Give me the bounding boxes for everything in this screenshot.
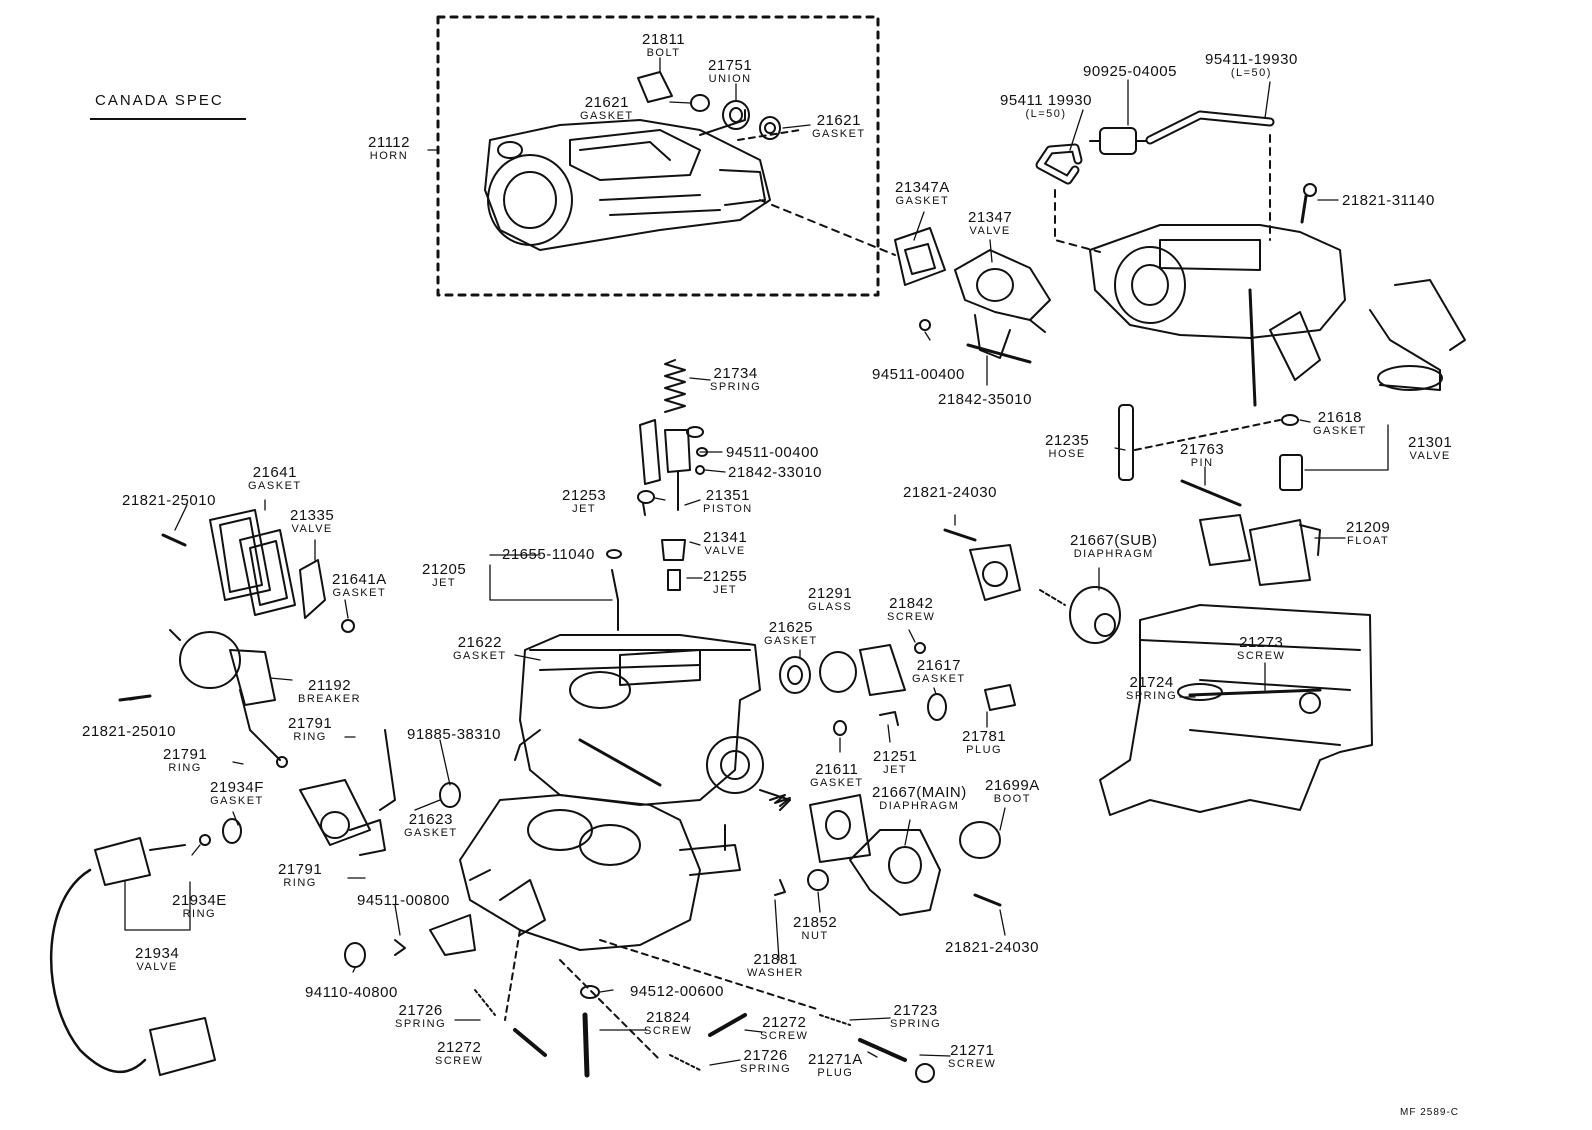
label-95411-right: 95411-19930(L=50) bbox=[1205, 51, 1298, 79]
label-21821-25010-top: 21821-25010 bbox=[122, 492, 216, 509]
label-94511-00800: 94511-00800 bbox=[357, 892, 450, 909]
label-21667-sub: 21667(SUB)DIAPHRAGM bbox=[1070, 532, 1158, 560]
valve-21335-assembly bbox=[161, 509, 355, 633]
horn-group-box bbox=[436, 15, 880, 297]
label-21821-24030-bottom: 21821-24030 bbox=[945, 939, 1039, 956]
label-21821-25010-bottom: 21821-25010 bbox=[82, 723, 176, 740]
label-91885-38310: 91885-38310 bbox=[407, 726, 501, 743]
label-94511-00400-top: 94511-00400 bbox=[872, 366, 965, 383]
throttle-body bbox=[429, 794, 741, 956]
label-21655-11040: 21655-11040 bbox=[502, 546, 595, 563]
leader-lines bbox=[124, 57, 1389, 1066]
page-title: CANADA SPEC bbox=[95, 92, 224, 109]
label-94511-00400-mid: 94511-00400 bbox=[726, 444, 819, 461]
label-21821-31140: 21821-31140 bbox=[1342, 192, 1435, 209]
piston-valve-stack bbox=[606, 359, 708, 631]
valve-21347-assembly bbox=[759, 199, 1051, 364]
label-21667-main: 21667(MAIN)DIAPHRAGM bbox=[872, 784, 967, 812]
glass-gasket-group bbox=[759, 528, 1121, 916]
label-94512-00600: 94512-00600 bbox=[630, 983, 724, 1000]
breaker-21192 bbox=[118, 629, 288, 768]
label-21821-24030-top: 21821-24030 bbox=[903, 484, 997, 501]
fuel-filter-hoses bbox=[1035, 110, 1275, 253]
label-95411-left: 95411 19930(L=50) bbox=[1000, 92, 1092, 120]
drawing-code: MF 2589-C bbox=[1400, 1107, 1460, 1118]
bottom-small-parts bbox=[344, 929, 935, 1083]
bracket-21791-area bbox=[299, 729, 461, 856]
main-body-right bbox=[1099, 604, 1373, 816]
label-94110-40800: 94110-40800 bbox=[305, 984, 398, 1001]
air-horn-body-right bbox=[1089, 183, 1466, 407]
horn-assembly bbox=[484, 109, 771, 251]
title-underline bbox=[90, 118, 246, 120]
label-21842-33010: 21842-33010 bbox=[728, 464, 822, 481]
horn-fittings bbox=[637, 71, 801, 141]
carburetor-main-body bbox=[514, 634, 764, 806]
label-21842-35010: 21842-35010 bbox=[938, 391, 1032, 408]
float-valve-group bbox=[1118, 404, 1321, 586]
label-90925: 90925-04005 bbox=[1083, 63, 1177, 80]
solenoid-valve-21934 bbox=[49, 818, 242, 1076]
